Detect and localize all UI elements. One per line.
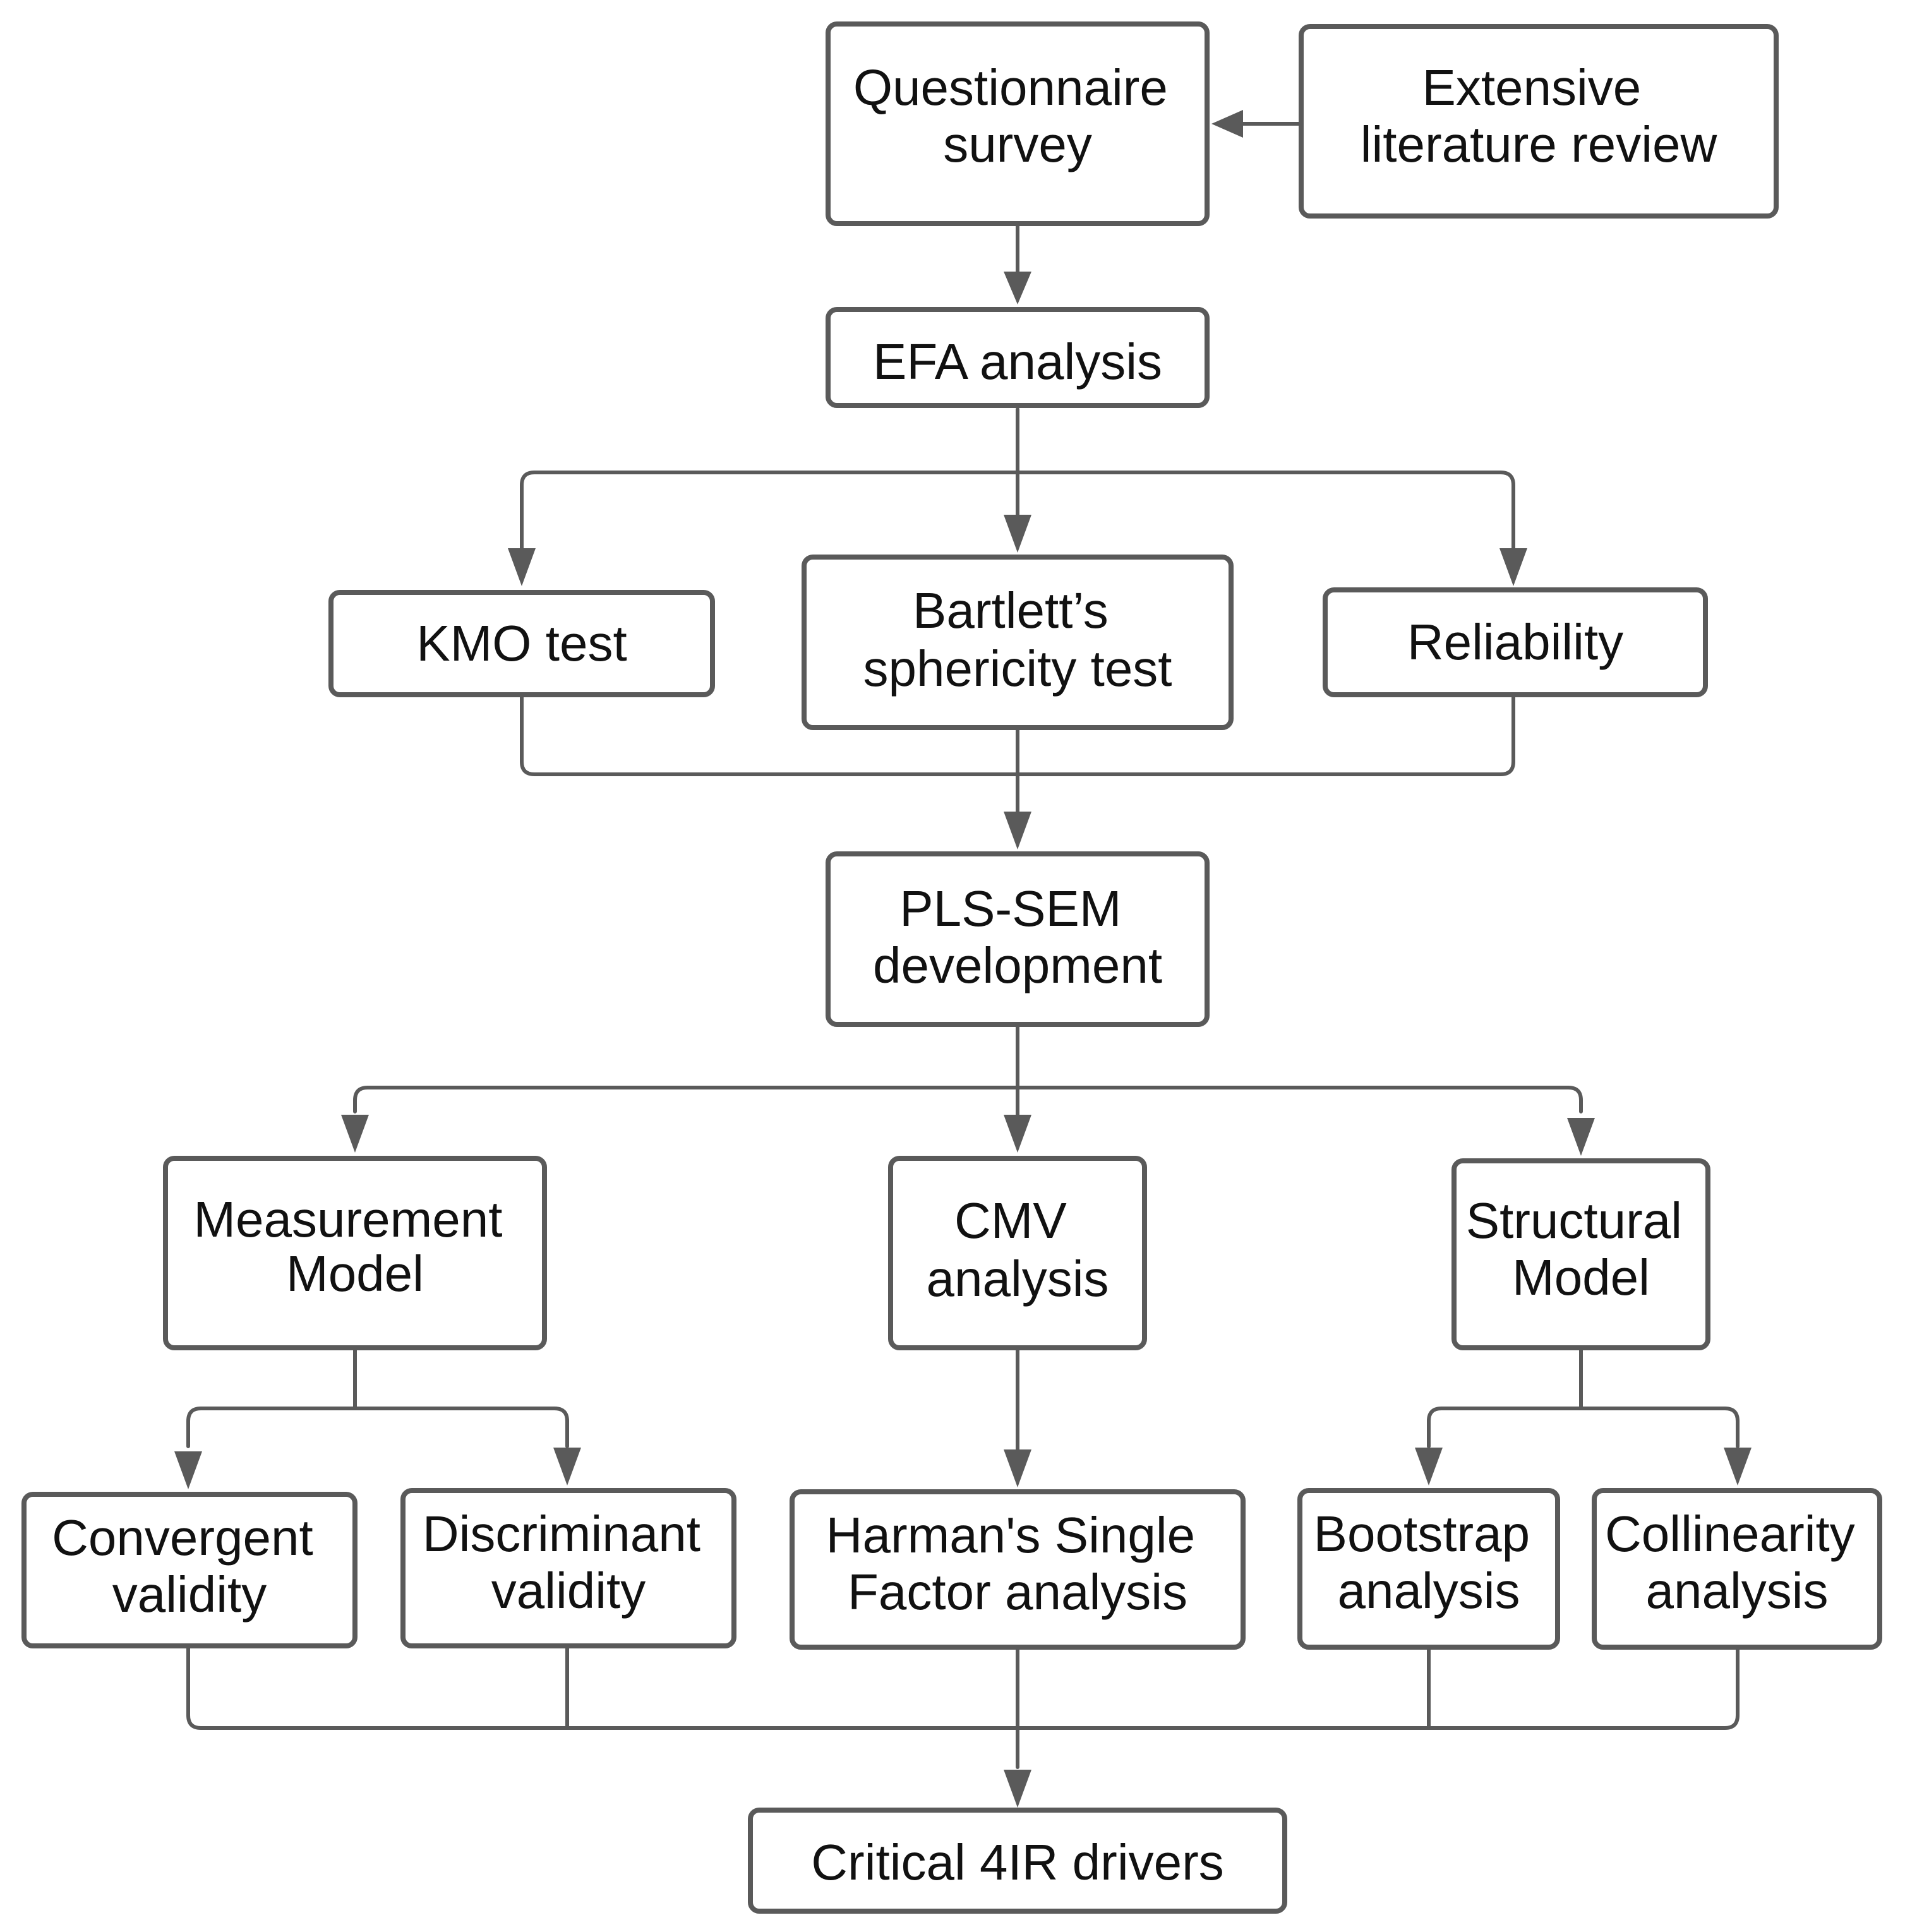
arrowhead-harman-top bbox=[1004, 1449, 1031, 1487]
connector-efa-to-kmo bbox=[520, 407, 1019, 551]
node-efa-analysis: EFA analysis bbox=[826, 307, 1210, 408]
node-cmv-line-2: analysis bbox=[926, 1251, 1109, 1307]
svg-text:CMV analysis: CMV analysis bbox=[926, 1192, 1109, 1307]
svg-text:Reliability: Reliability bbox=[1407, 614, 1623, 670]
node-questionnaire-line-1: Questionnaire bbox=[853, 59, 1168, 116]
arrowhead-cmv-top bbox=[1004, 1115, 1031, 1153]
node-pls-sem-development: PLS-SEM development bbox=[826, 851, 1210, 1027]
node-efa-line-1: EFA analysis bbox=[873, 333, 1162, 390]
connector-efa-to-reliability bbox=[1016, 471, 1515, 551]
arrowhead-drivers-top bbox=[1004, 1770, 1031, 1808]
node-collinearity-line-1: Collinearity bbox=[1605, 1506, 1855, 1562]
node-plssem-line-2: development bbox=[873, 937, 1162, 993]
node-plssem-line-1: PLS-SEM bbox=[899, 880, 1121, 937]
svg-text:PLS-SEM development: PLS-SEM development bbox=[873, 880, 1162, 993]
svg-text:Discriminant validity: Discriminant validity bbox=[423, 1506, 714, 1619]
svg-text:Collinearity analysis: Collinearity analysis bbox=[1605, 1506, 1869, 1619]
connector-structural-to-collinearity bbox=[1579, 1407, 1740, 1448]
node-critical-4ir-drivers: Critical 4IR drivers bbox=[748, 1808, 1287, 1914]
connector-structural-to-bootstrap bbox=[1427, 1347, 1583, 1448]
node-bartlett-line-2: sphericity test bbox=[863, 640, 1172, 697]
arrowhead-plssem-top bbox=[1004, 812, 1031, 849]
arrowhead-convergent-top bbox=[174, 1451, 202, 1489]
node-structural-model: Structural Model bbox=[1451, 1158, 1710, 1350]
node-discriminant-line-2: validity bbox=[491, 1563, 646, 1619]
svg-text:Extensive literature r: Extensive literature review bbox=[1361, 59, 1717, 172]
node-kmo-test: KMO test bbox=[328, 590, 715, 697]
node-convergent-validity: Convergent validity bbox=[21, 1492, 358, 1648]
node-bootstrap-line-1: Bootstrap bbox=[1314, 1506, 1530, 1562]
node-structural-line-1: Structural bbox=[1466, 1192, 1682, 1249]
node-measurement-model: Measurement Model bbox=[163, 1156, 547, 1350]
node-convergent-line-1: Convergent bbox=[52, 1509, 313, 1566]
svg-text:KMO test: KMO test bbox=[416, 615, 627, 671]
nodes: Questionnaire survey Extensive literatur… bbox=[21, 21, 1882, 1914]
node-bartletts-sphericity-test: Bartlett’s sphericity test bbox=[802, 555, 1234, 730]
node-cmv-line-1: CMV bbox=[954, 1192, 1067, 1249]
node-extensive-literature-review: Extensive literature review bbox=[1299, 24, 1779, 219]
node-structural-line-2: Model bbox=[1512, 1249, 1650, 1305]
arrowhead-reliability-top bbox=[1499, 548, 1527, 586]
svg-text:Structural Model: Structural Model bbox=[1466, 1192, 1697, 1305]
node-questionnaire-survey: Questionnaire survey bbox=[826, 21, 1210, 226]
node-reliability-line-1: Reliability bbox=[1407, 614, 1623, 670]
node-drivers-line-1: Critical 4IR drivers bbox=[811, 1834, 1223, 1890]
svg-text:EFA analysis: EFA analysis bbox=[873, 333, 1162, 390]
arrowhead-collinearity-top bbox=[1724, 1448, 1752, 1485]
node-literature-line-1: Extensive bbox=[1422, 59, 1641, 116]
node-convergent-line-2: validity bbox=[112, 1566, 267, 1623]
arrowhead-discriminant-top bbox=[553, 1448, 581, 1485]
arrowhead-bartlett-top bbox=[1004, 515, 1031, 553]
connector-measurement-to-convergent bbox=[186, 1347, 357, 1448]
svg-text:Questionnaire survey: Questionnaire survey bbox=[853, 59, 1182, 172]
node-discriminant-line-1: Discriminant bbox=[423, 1506, 700, 1562]
connector-kmo-to-plssem bbox=[520, 695, 1019, 776]
arrowhead-bootstrap-top bbox=[1415, 1448, 1443, 1485]
svg-text:Bartlett’s sphericity: Bartlett’s sphericity test bbox=[863, 582, 1172, 697]
node-bootstrap-line-2: analysis bbox=[1337, 1563, 1520, 1619]
node-harman-line-1: Harman's Single bbox=[826, 1507, 1195, 1563]
arrowheads bbox=[174, 110, 1752, 1808]
connector-plssem-to-structural bbox=[1016, 1086, 1583, 1113]
arrowhead-efa-top bbox=[1004, 272, 1031, 304]
svg-text:Measurement Model: Measurement Model bbox=[193, 1191, 516, 1302]
connectors bbox=[186, 122, 1740, 1769]
node-collinearity-line-2: analysis bbox=[1645, 1563, 1828, 1619]
connector-analyses-to-drivers bbox=[186, 1645, 1740, 1769]
node-cmv-analysis: CMV analysis bbox=[888, 1156, 1147, 1350]
node-bartlett-line-1: Bartlett’s bbox=[913, 582, 1109, 639]
arrowhead-questionnaire-left bbox=[1211, 110, 1243, 138]
connector-plssem-to-measurement bbox=[353, 1024, 1019, 1113]
arrowhead-structural-top bbox=[1567, 1118, 1595, 1156]
node-measurement-line-2: Model bbox=[286, 1245, 424, 1302]
node-kmo-line-1: KMO test bbox=[416, 615, 627, 671]
node-measurement-line-1: Measurement bbox=[193, 1191, 502, 1247]
node-reliability: Reliability bbox=[1323, 587, 1708, 697]
arrowhead-measurement-top bbox=[341, 1115, 369, 1153]
node-bootstrap-analysis: Bootstrap analysis bbox=[1297, 1488, 1560, 1650]
node-questionnaire-line-2: survey bbox=[943, 116, 1092, 172]
connector-reliability-to-plssem bbox=[1016, 695, 1515, 776]
node-discriminant-validity: Discriminant validity bbox=[400, 1488, 736, 1648]
connector-measurement-to-discriminant bbox=[353, 1407, 569, 1448]
svg-text:Convergent validity: Convergent validity bbox=[52, 1509, 327, 1623]
node-collinearity-analysis: Collinearity analysis bbox=[1592, 1488, 1882, 1650]
arrowhead-kmo-top bbox=[508, 548, 536, 586]
svg-text:Critical 4IR drivers: Critical 4IR drivers bbox=[811, 1834, 1223, 1890]
node-harmans-single-factor-analysis: Harman's Single Factor analysis bbox=[790, 1489, 1246, 1650]
svg-text:Harman's Single Factor: Harman's Single Factor analysis bbox=[826, 1507, 1210, 1620]
svg-text:Bootstrap analysis: Bootstrap analysis bbox=[1314, 1506, 1544, 1619]
node-harman-line-2: Factor analysis bbox=[848, 1564, 1187, 1620]
node-literature-line-2: literature review bbox=[1361, 116, 1717, 172]
